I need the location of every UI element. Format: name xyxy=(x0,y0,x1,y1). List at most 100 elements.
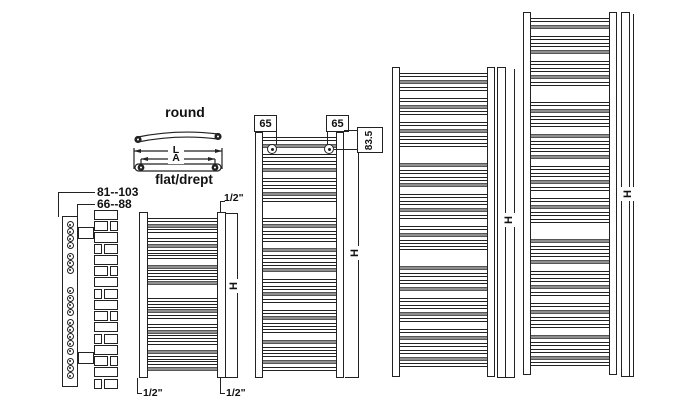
towel-tube xyxy=(531,43,609,47)
towel-tube xyxy=(531,252,609,257)
towel-tube xyxy=(148,355,217,360)
brick xyxy=(109,266,118,277)
thread-bottom-right-label: 1/2" xyxy=(226,387,246,399)
tube-end-circle xyxy=(66,308,74,316)
towel-tube xyxy=(148,249,217,254)
towel-tube xyxy=(263,254,336,259)
wall-distance-outer-dim-line xyxy=(58,192,95,193)
towel-tube xyxy=(531,147,609,152)
towel-tube xyxy=(400,104,487,109)
tube-rows xyxy=(531,18,609,370)
axis-extension-line xyxy=(334,149,358,150)
tube-end-circle xyxy=(66,242,74,250)
tube-end-circle xyxy=(66,228,74,236)
brick-row xyxy=(94,311,118,322)
towel-tube xyxy=(531,309,609,314)
towel-tube xyxy=(148,238,217,243)
towel-tube xyxy=(531,362,609,367)
tube-end-circle xyxy=(66,266,74,274)
thread-br-leader-v xyxy=(220,378,221,394)
wall-distance-inner-ext-line xyxy=(77,204,78,217)
length-dim-label: L xyxy=(168,145,184,156)
towel-tube xyxy=(263,278,336,283)
tube-end-circle xyxy=(66,357,74,365)
round-bar-shape xyxy=(134,131,222,144)
towel-tube xyxy=(148,281,217,286)
height-dim-line xyxy=(358,153,359,378)
towel-tube xyxy=(531,291,609,296)
tube-end-circle xyxy=(66,294,74,302)
tube-end-circle xyxy=(66,287,74,295)
towel-tube xyxy=(400,304,487,309)
towel-tube xyxy=(148,329,217,334)
towel-tube xyxy=(400,79,487,84)
brick xyxy=(94,311,108,322)
brick-row xyxy=(94,322,118,333)
brick xyxy=(104,333,118,344)
height-dim-bottom-tick xyxy=(625,376,634,377)
towel-tube xyxy=(400,194,487,199)
towel-tube xyxy=(148,303,217,308)
towel-tube xyxy=(531,239,609,243)
towel-tube xyxy=(400,176,487,181)
towel-tube xyxy=(263,329,336,334)
tube-end-circle xyxy=(66,364,74,372)
tube-end-circle xyxy=(66,235,74,243)
towel-tube xyxy=(263,292,336,297)
brick xyxy=(94,299,118,310)
towel-tube xyxy=(263,143,336,148)
towel-tube xyxy=(531,61,609,66)
brick-wall xyxy=(94,210,118,390)
brick xyxy=(94,322,118,333)
towel-tube xyxy=(531,172,609,177)
towel-tube xyxy=(531,81,609,86)
offset-left-dim-box: 65 xyxy=(254,115,277,132)
thread-bl-leader-h xyxy=(137,393,142,394)
towel-tube xyxy=(400,129,487,134)
brick xyxy=(94,254,118,265)
towel-tube xyxy=(148,264,217,269)
height-dim-label: H xyxy=(502,216,515,224)
brick-row xyxy=(94,299,118,310)
brick-row xyxy=(94,266,118,277)
towel-tube xyxy=(531,141,609,145)
offset-right-dim-box: 65 xyxy=(326,115,349,132)
towel-tube xyxy=(531,18,609,22)
height-dim-label: H xyxy=(227,282,240,290)
towel-tube xyxy=(263,366,336,371)
towel-tube xyxy=(263,137,336,141)
towel-tube xyxy=(148,255,217,260)
brick-row xyxy=(94,254,118,265)
brick xyxy=(94,288,103,299)
towel-tube xyxy=(400,86,487,91)
height-dim-top-tick xyxy=(226,213,238,214)
brick-row xyxy=(94,344,118,355)
tube-end-circles xyxy=(62,221,78,383)
brick-row xyxy=(94,243,118,254)
flat-bar-shape xyxy=(134,163,222,172)
brick xyxy=(94,221,108,232)
towel-tube xyxy=(400,266,487,271)
brick xyxy=(94,378,103,389)
towel-tube xyxy=(148,314,217,319)
towel-tube xyxy=(531,284,609,289)
towel-tube xyxy=(531,323,609,328)
height-dim-line xyxy=(237,213,238,378)
towel-tube xyxy=(148,361,217,366)
towel-tube xyxy=(531,211,609,216)
tube-end-circle xyxy=(66,301,74,309)
towel-tube xyxy=(263,359,336,364)
top-to-axis-dim-label: 83.5 xyxy=(364,130,376,150)
towel-tube xyxy=(148,309,217,314)
towel-tube xyxy=(400,246,487,251)
tube-end-circle xyxy=(66,347,74,355)
towel-tube xyxy=(400,336,487,341)
towel-tube xyxy=(263,340,336,345)
towel-tube xyxy=(263,167,336,172)
towel-tube xyxy=(148,298,217,302)
towel-tube xyxy=(531,198,609,202)
towel-tube xyxy=(263,217,336,222)
wall-distance-outer-ext-line xyxy=(58,192,59,217)
tube-end-circle xyxy=(66,326,74,334)
height-dim-label: H xyxy=(621,190,634,198)
